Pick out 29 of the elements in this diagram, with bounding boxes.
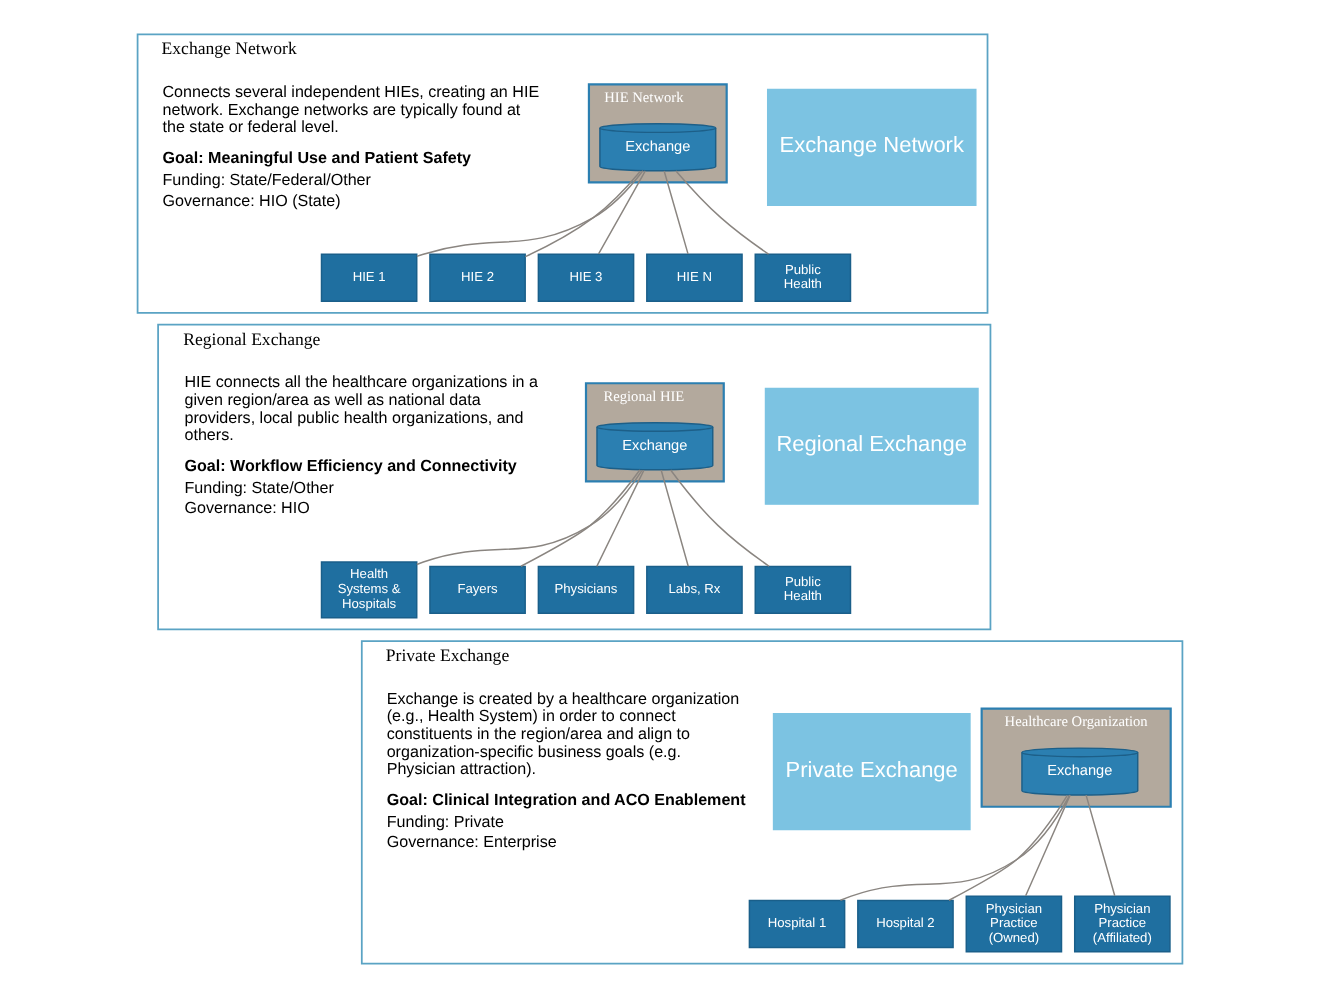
label: Funding: State/Federal/Other — [162, 171, 371, 190]
label: Goal: Workflow Efficiency and Connectivity — [184, 456, 517, 475]
connector — [416, 469, 643, 566]
label: Funding: Private — [386, 812, 504, 831]
label: Funding: State/Other — [184, 478, 334, 497]
connector — [669, 469, 770, 567]
connector — [1024, 794, 1071, 897]
connector — [948, 794, 1069, 901]
label: Governance: HIO — [184, 499, 310, 518]
connector — [839, 794, 1071, 902]
node-box: Private Exchange — [772, 712, 971, 831]
label: Exchange is created by a healthcare organization (e.g., Health System) in order to connect constituents in the region/area and align to organization-specific business goals (e.g. Physician attraction). — [386, 689, 740, 779]
connector — [416, 170, 644, 258]
label: Goal: Meaningful Use and Patient Safety — [162, 149, 472, 168]
connector — [524, 170, 642, 258]
node-box: Exchange Network — [766, 88, 977, 206]
connector — [520, 469, 641, 567]
label: Governance: Enterprise — [386, 833, 557, 852]
node-box: Regional Exchange — [764, 387, 979, 505]
connector — [675, 170, 770, 255]
label: Goal: Clinical Integration and ACO Enablement — [386, 790, 746, 809]
connector — [1085, 794, 1116, 897]
connector — [660, 469, 689, 568]
label: HIE connects all the healthcare organizations in a given region/area as well as national data providers, local public health organizations, and others. — [184, 373, 538, 445]
label: Connects several independent HIEs, creating an HIE network. Exchange networks are typically found at the state or federal level. — [162, 83, 540, 137]
connector — [597, 170, 647, 255]
connector — [663, 170, 689, 255]
label: Governance: HIO (State) — [162, 191, 341, 210]
connector — [596, 469, 645, 568]
